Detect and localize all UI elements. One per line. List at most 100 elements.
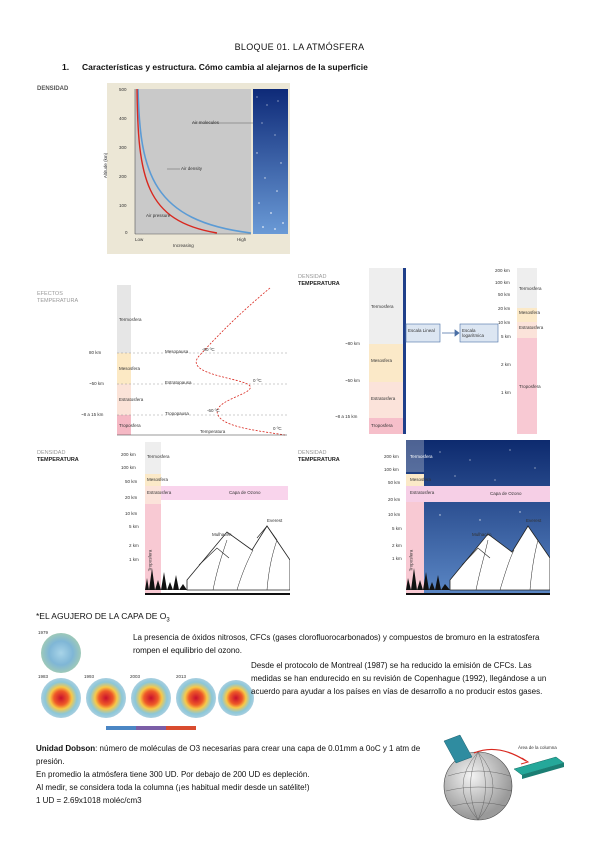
globe-year: 1979 — [38, 630, 49, 635]
ozone-tick: 10 km — [125, 511, 138, 516]
log-tick: 200 km — [495, 268, 510, 273]
log-tick: 100 km — [495, 280, 510, 285]
globe-year: 2003 — [130, 674, 141, 679]
y-tick: 500 — [119, 87, 127, 92]
ozone-tick: 20 km — [388, 497, 401, 502]
temp-label: -90 ºC — [202, 347, 215, 352]
altitude-label: ~50 km — [345, 378, 360, 383]
ozone-b-label-2: TEMPERATURA — [298, 457, 340, 463]
ozone-a-label-1: DENSIDAD — [37, 450, 66, 456]
tropopausa-label: Tropopausa — [165, 411, 189, 416]
layer-estratosfera: Estratosfera — [147, 490, 172, 495]
y-tick: 400 — [119, 116, 127, 121]
layer-estratosfera: Estratosfera — [119, 397, 144, 402]
layer-estratosfera: Estratosfera — [410, 490, 435, 495]
ozone-tick: 100 km — [121, 465, 136, 470]
mulhacen-label: Mulhacén — [212, 532, 232, 537]
ozone-tick: 5 km — [392, 526, 402, 531]
layer-mesosfera: Mesosfera — [119, 366, 141, 371]
layers-temperature-figure: Termosfera Mesosfera Estratosfera Tropos… — [81, 283, 290, 438]
section-heading: 1.Características y estructura. Cómo cam… — [62, 62, 368, 72]
scales-label-2: TEMPERATURA — [298, 281, 340, 287]
x-low-label: Low — [135, 237, 144, 242]
layer-termosfera: Termosfera — [119, 317, 142, 322]
scales-figure: Termosfera Mesosfera Estratosfera Tropos… — [335, 266, 560, 436]
altitude-label: 80 km — [89, 350, 102, 355]
x-high-label: High — [237, 237, 247, 242]
globe-year: 2013 — [176, 674, 187, 679]
ozone-a-label-2: TEMPERATURA — [37, 457, 79, 463]
y-tick: 200 — [119, 174, 127, 179]
layer-mesosfera: Mesosfera — [410, 477, 432, 482]
ozone-paragraph-1: La presencia de óxidos nitrosos, CFCs (g… — [133, 633, 540, 655]
density-figure: 500 400 300 200 100 0 Altitude (km) Low … — [103, 83, 290, 254]
globe-year: 1993 — [84, 674, 95, 679]
layer-termosfera: Termosfera — [410, 454, 433, 459]
ozone-tick: 2 km — [129, 543, 139, 548]
y-axis-label: Altitude (km) — [103, 152, 109, 179]
layer-estratosfera: Estratosfera — [371, 396, 396, 401]
layer-mesosfera: Mesosfera — [371, 358, 393, 363]
layer-mesosfera: Mesosfera — [147, 477, 169, 482]
dobson-column-figure: Área de la columna — [438, 731, 568, 823]
linear-scale-box: Escala Lineal — [408, 328, 435, 333]
layers-a-label-1: EFECTOS — [37, 291, 63, 297]
layer-mesosfera: Mesosfera — [519, 310, 541, 315]
air-density-label: Air density — [181, 166, 203, 171]
air-pressure-label: Air pressure — [146, 213, 171, 218]
air-molecules-label: Air molecules — [192, 120, 220, 125]
mulhacen-label: Mulhacén — [472, 532, 492, 537]
layer-estratosfera: Estratosfera — [519, 325, 544, 330]
layer-troposfera: Troposfera — [408, 549, 414, 572]
ozone-layer-figure-dark: 200 km 100 km 50 km 20 km 10 km 5 km 2 k… — [380, 440, 550, 597]
ozone-tick: 1 km — [129, 557, 139, 562]
altitude-label: ~80 km — [345, 341, 360, 346]
ozone-tick: 50 km — [125, 479, 138, 484]
layers-a-label-2: TEMPERATURA — [37, 298, 79, 304]
ozone-tick: 20 km — [125, 495, 138, 500]
density-figure-label: DENSIDAD — [37, 86, 69, 92]
layer-termosfera: Termosfera — [147, 454, 170, 459]
column-area-label: Área de la columna — [518, 745, 557, 750]
dobson-term: Unidad Dobson — [36, 744, 96, 753]
estratopausa-label: Estratopausa — [165, 380, 192, 385]
ozone-tick: 50 km — [388, 480, 401, 485]
y-tick: 0 — [125, 230, 128, 235]
ozone-tick: 200 km — [384, 454, 399, 459]
log-scale-box: Escala logarítmica — [462, 328, 485, 338]
ozone-globes-figure: 1979 1983 1993 2003 2013 — [36, 628, 256, 738]
layer-troposfera: Troposfera — [147, 549, 153, 572]
ozone-tick: 1 km — [392, 556, 402, 561]
ozone-layer-label: Capa de Ozono — [229, 490, 261, 495]
x-mid-label: Increasing — [173, 243, 194, 248]
ozone-layer-figure-light: 200 km 100 km 50 km 20 km 10 km 5 km 2 k… — [117, 440, 290, 597]
dobson-line-3: Al medir, se considera toda la columna (… — [36, 783, 310, 792]
everest-label: Everest — [267, 518, 283, 523]
section-number: 1. — [62, 62, 70, 72]
layer-troposfera: Troposfera — [371, 423, 393, 428]
ozone-tick: 5 km — [129, 524, 139, 529]
ozone-layer-label: Capa de Ozono — [490, 491, 522, 496]
ozone-tick: 2 km — [392, 543, 402, 548]
dobson-line-4: 1 UD = 2.69x1018 moléc/cm3 — [36, 796, 142, 805]
log-tick: 2 km — [501, 362, 511, 367]
ozone-tick: 100 km — [384, 467, 399, 472]
temp-label: -60 ºC — [207, 408, 220, 413]
ozone-paragraph-2: Desde el protocolo de Montreal (1987) se… — [251, 661, 547, 696]
page-title: BLOQUE 01. LA ATMÓSFERA — [234, 42, 365, 52]
log-tick: 50 km — [498, 292, 511, 297]
temp-label: 0 ºC — [273, 426, 282, 431]
globe-year: 1983 — [38, 674, 49, 679]
dobson-definition: Unidad Dobson: número de moléculas de O3… — [36, 744, 421, 766]
temperatura-axis-label: Temperatura — [200, 429, 226, 434]
log-tick: 10 km — [498, 320, 511, 325]
layer-troposfera: Troposfera — [519, 384, 541, 389]
altitude-label: ~8 a 15 km — [335, 414, 358, 419]
scales-label-1: DENSIDAD — [298, 274, 327, 280]
temp-label: 0 ºC — [253, 378, 262, 383]
y-tick: 300 — [119, 145, 127, 150]
ozone-tick: 200 km — [121, 452, 136, 457]
y-tick: 100 — [119, 203, 127, 208]
mesopausa-label: Mesopausa — [165, 349, 189, 354]
log-tick: 20 km — [498, 306, 511, 311]
